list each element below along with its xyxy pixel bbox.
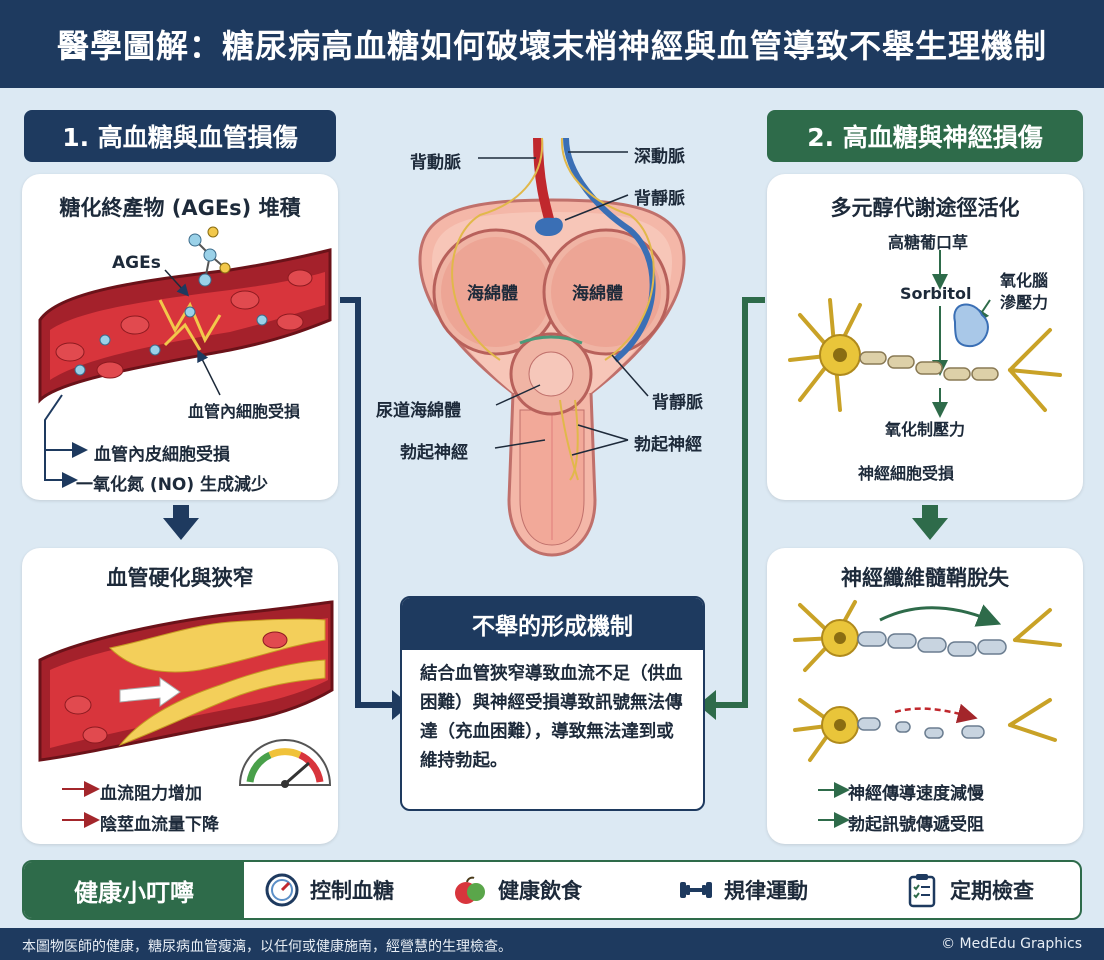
footer: 本圖物医師的健康，糖尿病血管瘦漓，以任何或健康施南，經營慧的生理檢查。 © Me…	[0, 928, 1104, 960]
card-demyelination: 神經纖維髓鞘脫失	[767, 548, 1083, 844]
bullet-resistance: 血流阻力增加	[100, 784, 202, 804]
mechanism-body: 結合血管狹窄導致血流不足（供血困難）與神經受損導致訊號無法傳達（充血困難），導致…	[420, 664, 683, 771]
label-osmotic-stress: 氧化腦 滲壓力	[1000, 271, 1049, 312]
tip-blood-sugar: 控制血糖	[264, 870, 394, 910]
label-corpus-right: 海綿體	[572, 284, 623, 304]
bullet-signal-blocked: 勃起訊號傳遞受阻	[848, 815, 984, 835]
section-header-nerve: 2. 高血糖與神經損傷	[767, 110, 1083, 162]
card-demyelination-title: 神經纖維髓鞘脫失	[841, 566, 1009, 590]
gauge-icon	[265, 873, 299, 907]
label-endothelium-damage: 血管內細胞受損	[188, 402, 301, 421]
label-erectile-nerve-right: 勃起神經	[634, 435, 702, 455]
mechanism-box: 不舉的形成機制 結合血管狹窄導致血流不足（供血困難）與神經受損導致訊號無法傳達（…	[400, 596, 705, 811]
health-tips-bar: 健康小叮嚀 控制血糖 健康飲食 規律運動	[22, 860, 1082, 920]
tip-blood-sugar-label: 控制血糖	[310, 879, 394, 903]
mechanism-title: 不舉的形成機制	[402, 598, 703, 650]
tip-healthy-diet-label: 健康飲食	[498, 879, 582, 903]
bullet-no-production: 一氧化氮 (NO) 生成減少	[76, 475, 269, 495]
label-glucose: 高糖葡口草	[888, 233, 969, 252]
clipboard-icon	[908, 874, 936, 908]
tip-checkup-label: 定期檢查	[950, 879, 1034, 903]
tip-exercise: 規律運動	[678, 870, 808, 910]
dumbbell-icon	[680, 882, 712, 898]
health-tips-label: 健康小叮嚀	[24, 862, 244, 918]
tip-exercise-label: 規律運動	[724, 879, 808, 903]
label-urethral-corpus: 尿道海綿體	[376, 401, 461, 421]
label-dorsal-vein-top: 背靜脈	[634, 189, 685, 209]
section-header-vascular: 1. 高血糖與血管損傷	[24, 110, 336, 162]
label-dorsal-artery: 背動脈	[410, 153, 461, 173]
label-deep-artery: 深動脈	[634, 147, 685, 167]
arrow-down-right	[912, 505, 948, 540]
bullet-conduction-speed: 神經傳導速度減慢	[848, 784, 984, 804]
label-oxidative-stress: 氧化制壓力	[885, 420, 966, 439]
card-ages-title: 糖化終產物 (AGEs) 堆積	[59, 196, 301, 220]
bullet-endothelial-cells: 血管內皮細胞受損	[94, 445, 230, 465]
card-polyol: 多元醇代謝途徑活化	[767, 174, 1083, 500]
footer-disclaimer: 本圖物医師的健康，糖尿病血管瘦漓，以任何或健康施南，經營慧的生理檢查。	[22, 939, 512, 955]
label-dorsal-vein-right: 背靜脈	[652, 393, 703, 413]
label-corpus-left: 海綿體	[467, 284, 518, 304]
apple-icon	[455, 876, 485, 904]
bullet-blood-flow: 陰莖血流量下降	[100, 815, 219, 835]
tip-checkup: 定期檢查	[904, 870, 1034, 910]
label-erectile-nerve-left: 勃起神經	[400, 443, 468, 463]
title-bar: 醫學圖解：糖尿病高血糖如何破壞末梢神經與血管導致不舉生理機制	[0, 0, 1104, 88]
footer-credit: © MedEdu Graphics	[941, 936, 1082, 952]
arrow-down-left	[163, 505, 199, 540]
label-nerve-damage: 神經細胞受損	[858, 464, 955, 483]
label-sorbitol: Sorbitol	[900, 284, 972, 303]
card-polyol-title: 多元醇代謝途徑活化	[830, 196, 1020, 220]
card-stenosis-title: 血管硬化與狹窄	[106, 566, 254, 590]
tip-healthy-diet: 健康飲食	[452, 870, 582, 910]
label-ages: AGEs	[112, 253, 161, 273]
page-title: 醫學圖解：糖尿病高血糖如何破壞末梢神經與血管導致不舉生理機制	[56, 27, 1047, 65]
